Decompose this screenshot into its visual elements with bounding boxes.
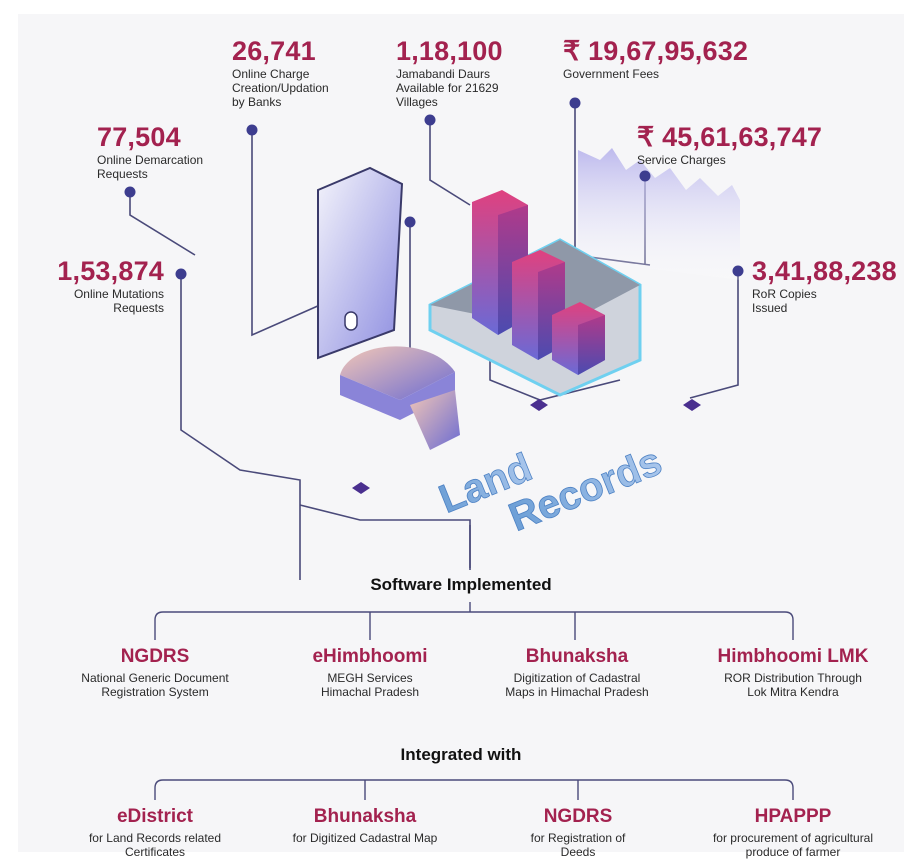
stat-government-fees-value: ₹ 19,67,95,632 — [563, 36, 749, 66]
integrated-item-name: HPAPPP — [754, 806, 832, 827]
stat-government-fees-label: Government Fees — [563, 67, 660, 81]
stat-online-charge: 26,741 Online Charge Creation/Updation b… — [232, 36, 329, 109]
integrated-item-desc: for Land Records related Certificates — [88, 831, 222, 859]
software-item-desc: Digitization of Cadastral Maps in Himach… — [505, 671, 649, 699]
integrated-item-desc: for Registration of Deeds — [530, 831, 626, 859]
integrated-item-name: NGDRS — [543, 806, 613, 827]
stat-online-charge-value: 26,741 — [232, 36, 316, 66]
software-item-desc: National Generic Document Registration S… — [81, 671, 229, 699]
integrated-item-name: eDistrict — [116, 806, 194, 827]
integrated-item-desc: for Digitized Cadastral Map — [292, 831, 438, 845]
land-records-title: Land Records — [433, 439, 669, 541]
area-chart-graphic — [578, 148, 740, 280]
integrated-bracket — [154, 779, 794, 800]
software-item-desc: MEGH Services Himachal Pradesh — [320, 671, 420, 699]
stat-jamabandi: 1,18,100 Jamabandi Daurs Available for 2… — [396, 36, 503, 109]
software-item-ehimbhoomi: eHimbhoomi MEGH Services Himachal Prades… — [260, 646, 480, 699]
integrated-item-hpappp: HPAPPP for procurement of agricultural p… — [683, 806, 903, 859]
stat-ror-copies-value: 3,41,88,238 — [752, 256, 897, 286]
software-item-name: Himbhoomi LMK — [717, 646, 869, 667]
stat-jamabandi-value: 1,18,100 — [396, 36, 503, 66]
integrated-item-ngdrs: NGDRS for Registration of Deeds — [468, 806, 688, 859]
software-item-desc: ROR Distribution Through Lok Mitra Kendr… — [724, 671, 862, 699]
stat-mutations-value: 1,53,874 — [57, 256, 164, 286]
software-item-name: NGDRS — [120, 646, 190, 667]
stat-demarcation: 77,504 Online Demarcation Requests — [97, 122, 203, 181]
software-bracket — [154, 602, 794, 640]
software-item-himbhoomi-lmk: Himbhoomi LMK ROR Distribution Through L… — [683, 646, 903, 699]
software-item-ngdrs: NGDRS National Generic Document Registra… — [45, 646, 265, 699]
integrated-item-bhunaksha: Bhunaksha for Digitized Cadastral Map — [255, 806, 475, 845]
phone-graphic — [317, 166, 404, 360]
stat-service-charges: ₹ 45,61,63,747 Service Charges — [637, 122, 822, 167]
stat-ror-copies: 3,41,88,238 RoR Copies Issued — [752, 256, 897, 315]
stat-government-fees: ₹ 19,67,95,632 Government Fees — [563, 36, 748, 81]
integrated-item-name: Bhunaksha — [313, 806, 417, 827]
software-item-bhunaksha: Bhunaksha Digitization of Cadastral Maps… — [467, 646, 687, 699]
stat-online-charge-label: Online Charge Creation/Updation by Banks — [232, 67, 329, 109]
stat-demarcation-label: Online Demarcation Requests — [97, 153, 204, 181]
stat-ror-copies-label: RoR Copies Issued — [752, 287, 817, 315]
software-section-title: Software Implemented — [370, 575, 552, 594]
stat-demarcation-value: 77,504 — [97, 122, 181, 152]
stat-mutations: 1,53,874 Online Mutations Requests — [57, 256, 164, 315]
stat-service-charges-label: Service Charges — [637, 153, 726, 167]
diamond-markers — [352, 399, 701, 494]
software-item-name: eHimbhoomi — [312, 646, 428, 667]
software-item-name: Bhunaksha — [525, 646, 629, 667]
stat-service-charges-value: ₹ 45,61,63,747 — [637, 122, 823, 152]
integrated-item-desc: for procurement of agricultural produce … — [712, 831, 874, 859]
infographic-background — [18, 14, 904, 852]
integrated-item-edistrict: eDistrict for Land Records related Certi… — [45, 806, 265, 859]
connector-nodes — [124, 97, 744, 280]
stat-mutations-label: Online Mutations Requests — [73, 287, 164, 315]
integrated-section-title: Integrated with — [400, 745, 522, 764]
land-records-word-2: Records — [503, 439, 668, 540]
stat-jamabandi-label: Jamabandi Daurs Available for 21629 Vill… — [396, 67, 499, 109]
bar-chart-graphic — [472, 190, 605, 375]
pie-chart-graphic — [340, 346, 460, 450]
